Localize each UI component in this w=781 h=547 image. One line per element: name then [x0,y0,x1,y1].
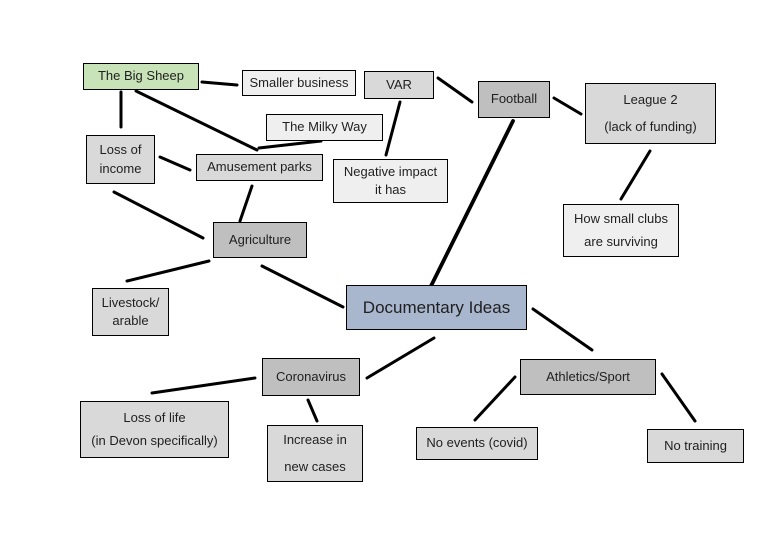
node-label-line1: Loss of [99,142,142,158]
node-label-line1: League 2 [623,92,678,108]
connector-var-football [436,76,474,104]
node-label: Athletics/Sport [546,368,630,384]
connector-lossofincome-amusementparks [158,155,192,172]
connector-milkyway-amusementparks [257,139,323,150]
connector-var-negativeimpact [384,100,402,157]
connector-documentary-coronavirus [365,336,436,380]
connector-athletics-noevents [473,375,517,422]
node-label: No training [664,437,727,453]
connector-bigsheep-smallerbusiness [200,80,239,87]
node-label: The Big Sheep [97,68,184,84]
node-label: Agriculture [228,231,292,247]
node-label-line2: (lack of funding) [604,118,697,134]
connector-athletics-notraining [660,372,697,423]
node-label: Amusement parks [207,159,312,175]
node-amusement-parks[interactable]: Amusement parks [196,154,323,181]
node-negative-impact[interactable]: Negative impact it has [333,159,448,203]
node-label-line2: income [99,160,142,176]
connector-league2-howsmallclubs [619,149,652,201]
node-label-line2: new cases [284,458,346,474]
connector-football-league2 [552,96,583,116]
connector-lossofincome-agriculture [112,190,205,240]
node-documentary-ideas[interactable]: Documentary Ideas [346,285,527,330]
node-how-small-clubs[interactable]: How small clubs are surviving [563,204,679,257]
node-livestock-arable[interactable]: Livestock/ arable [92,288,169,336]
node-label-line1: Livestock/ [101,294,160,310]
node-label: Smaller business [249,74,349,90]
node-loss-of-income[interactable]: Loss of income [86,135,155,184]
connector-football-documentary [429,119,515,288]
node-var[interactable]: VAR [364,71,434,99]
node-label-line1: Increase in [283,432,347,448]
node-label-line1: How small clubs [574,210,668,226]
connector-coronavirus-lossoflife [150,376,257,395]
connector-coronavirus-increasecases [306,398,319,423]
node-label-line2: are surviving [584,234,658,249]
node-no-training[interactable]: No training [647,429,744,463]
node-label: VAR [386,76,412,92]
node-label: No events (covid) [426,435,528,451]
node-label: Documentary Ideas [362,297,511,317]
node-no-events-covid[interactable]: No events (covid) [416,427,538,460]
node-athletics-sport[interactable]: Athletics/Sport [520,359,656,395]
node-increase-in-new-cases[interactable]: Increase in new cases [267,425,363,482]
node-label: Football [490,91,538,107]
connector-amusementparks-agriculture [238,184,254,223]
node-agriculture[interactable]: Agriculture [213,222,307,258]
node-label: Coronavirus [275,368,347,384]
node-label-line1: Loss of life [123,409,186,425]
node-league-2[interactable]: League 2 (lack of funding) [585,83,716,144]
connector-agriculture-livestock [125,259,211,283]
node-label: The Milky Way [282,119,367,135]
node-football[interactable]: Football [478,81,550,118]
node-label-line2: it has [374,182,407,197]
node-label-line1: Negative impact [343,163,438,179]
connector-documentary-athletics [531,307,594,352]
connector-agriculture-documentary [260,264,345,309]
node-smaller-business[interactable]: Smaller business [242,70,356,96]
node-the-big-sheep[interactable]: The Big Sheep [83,63,199,90]
node-label-line2: (in Devon specifically) [91,433,218,448]
node-label-line2: arable [112,313,149,328]
node-the-milky-way[interactable]: The Milky Way [266,114,383,141]
node-loss-of-life[interactable]: Loss of life (in Devon specifically) [80,401,229,458]
node-coronavirus[interactable]: Coronavirus [262,358,360,396]
